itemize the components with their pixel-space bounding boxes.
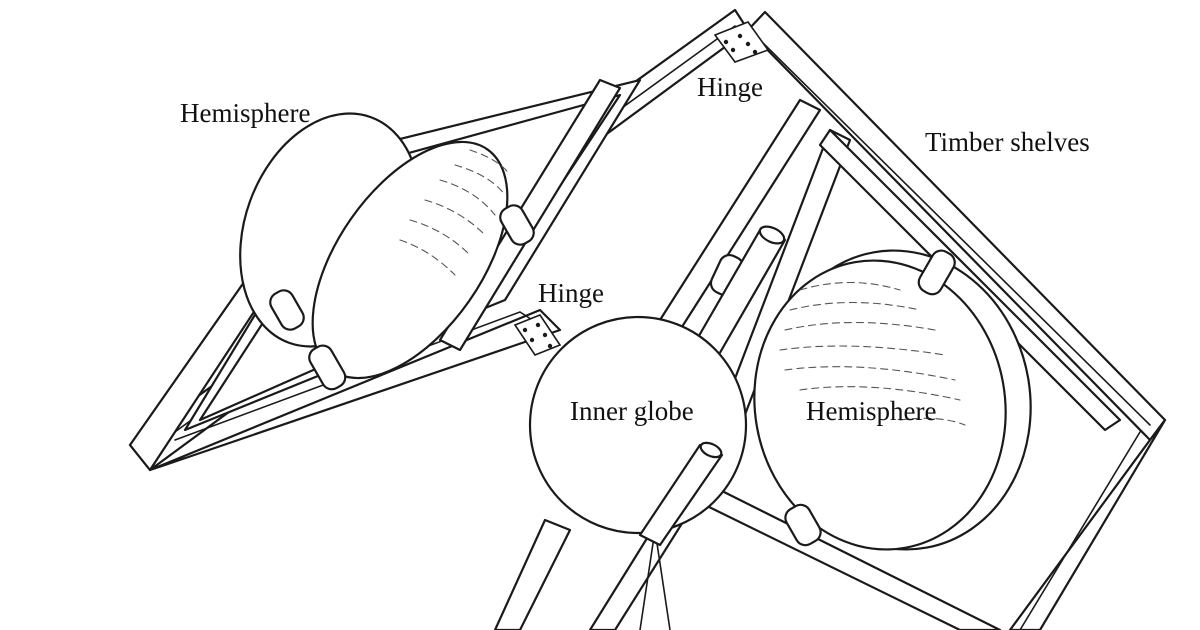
label-hinge-middle: Hinge xyxy=(538,278,604,308)
label-hemisphere-right: Hemisphere xyxy=(806,396,936,426)
left-hemisphere xyxy=(239,112,535,391)
hinge-middle xyxy=(513,314,562,356)
label-hemisphere-left: Hemisphere xyxy=(180,98,310,128)
inner-globe xyxy=(528,315,748,547)
right-frame xyxy=(658,10,1167,630)
right-hemisphere xyxy=(709,249,1032,551)
label-inner-globe: Inner globe xyxy=(570,396,694,426)
label-hinge-top: Hinge xyxy=(697,72,763,102)
label-timber-shelves: Timber shelves xyxy=(925,127,1090,157)
hinge-top xyxy=(713,21,770,63)
